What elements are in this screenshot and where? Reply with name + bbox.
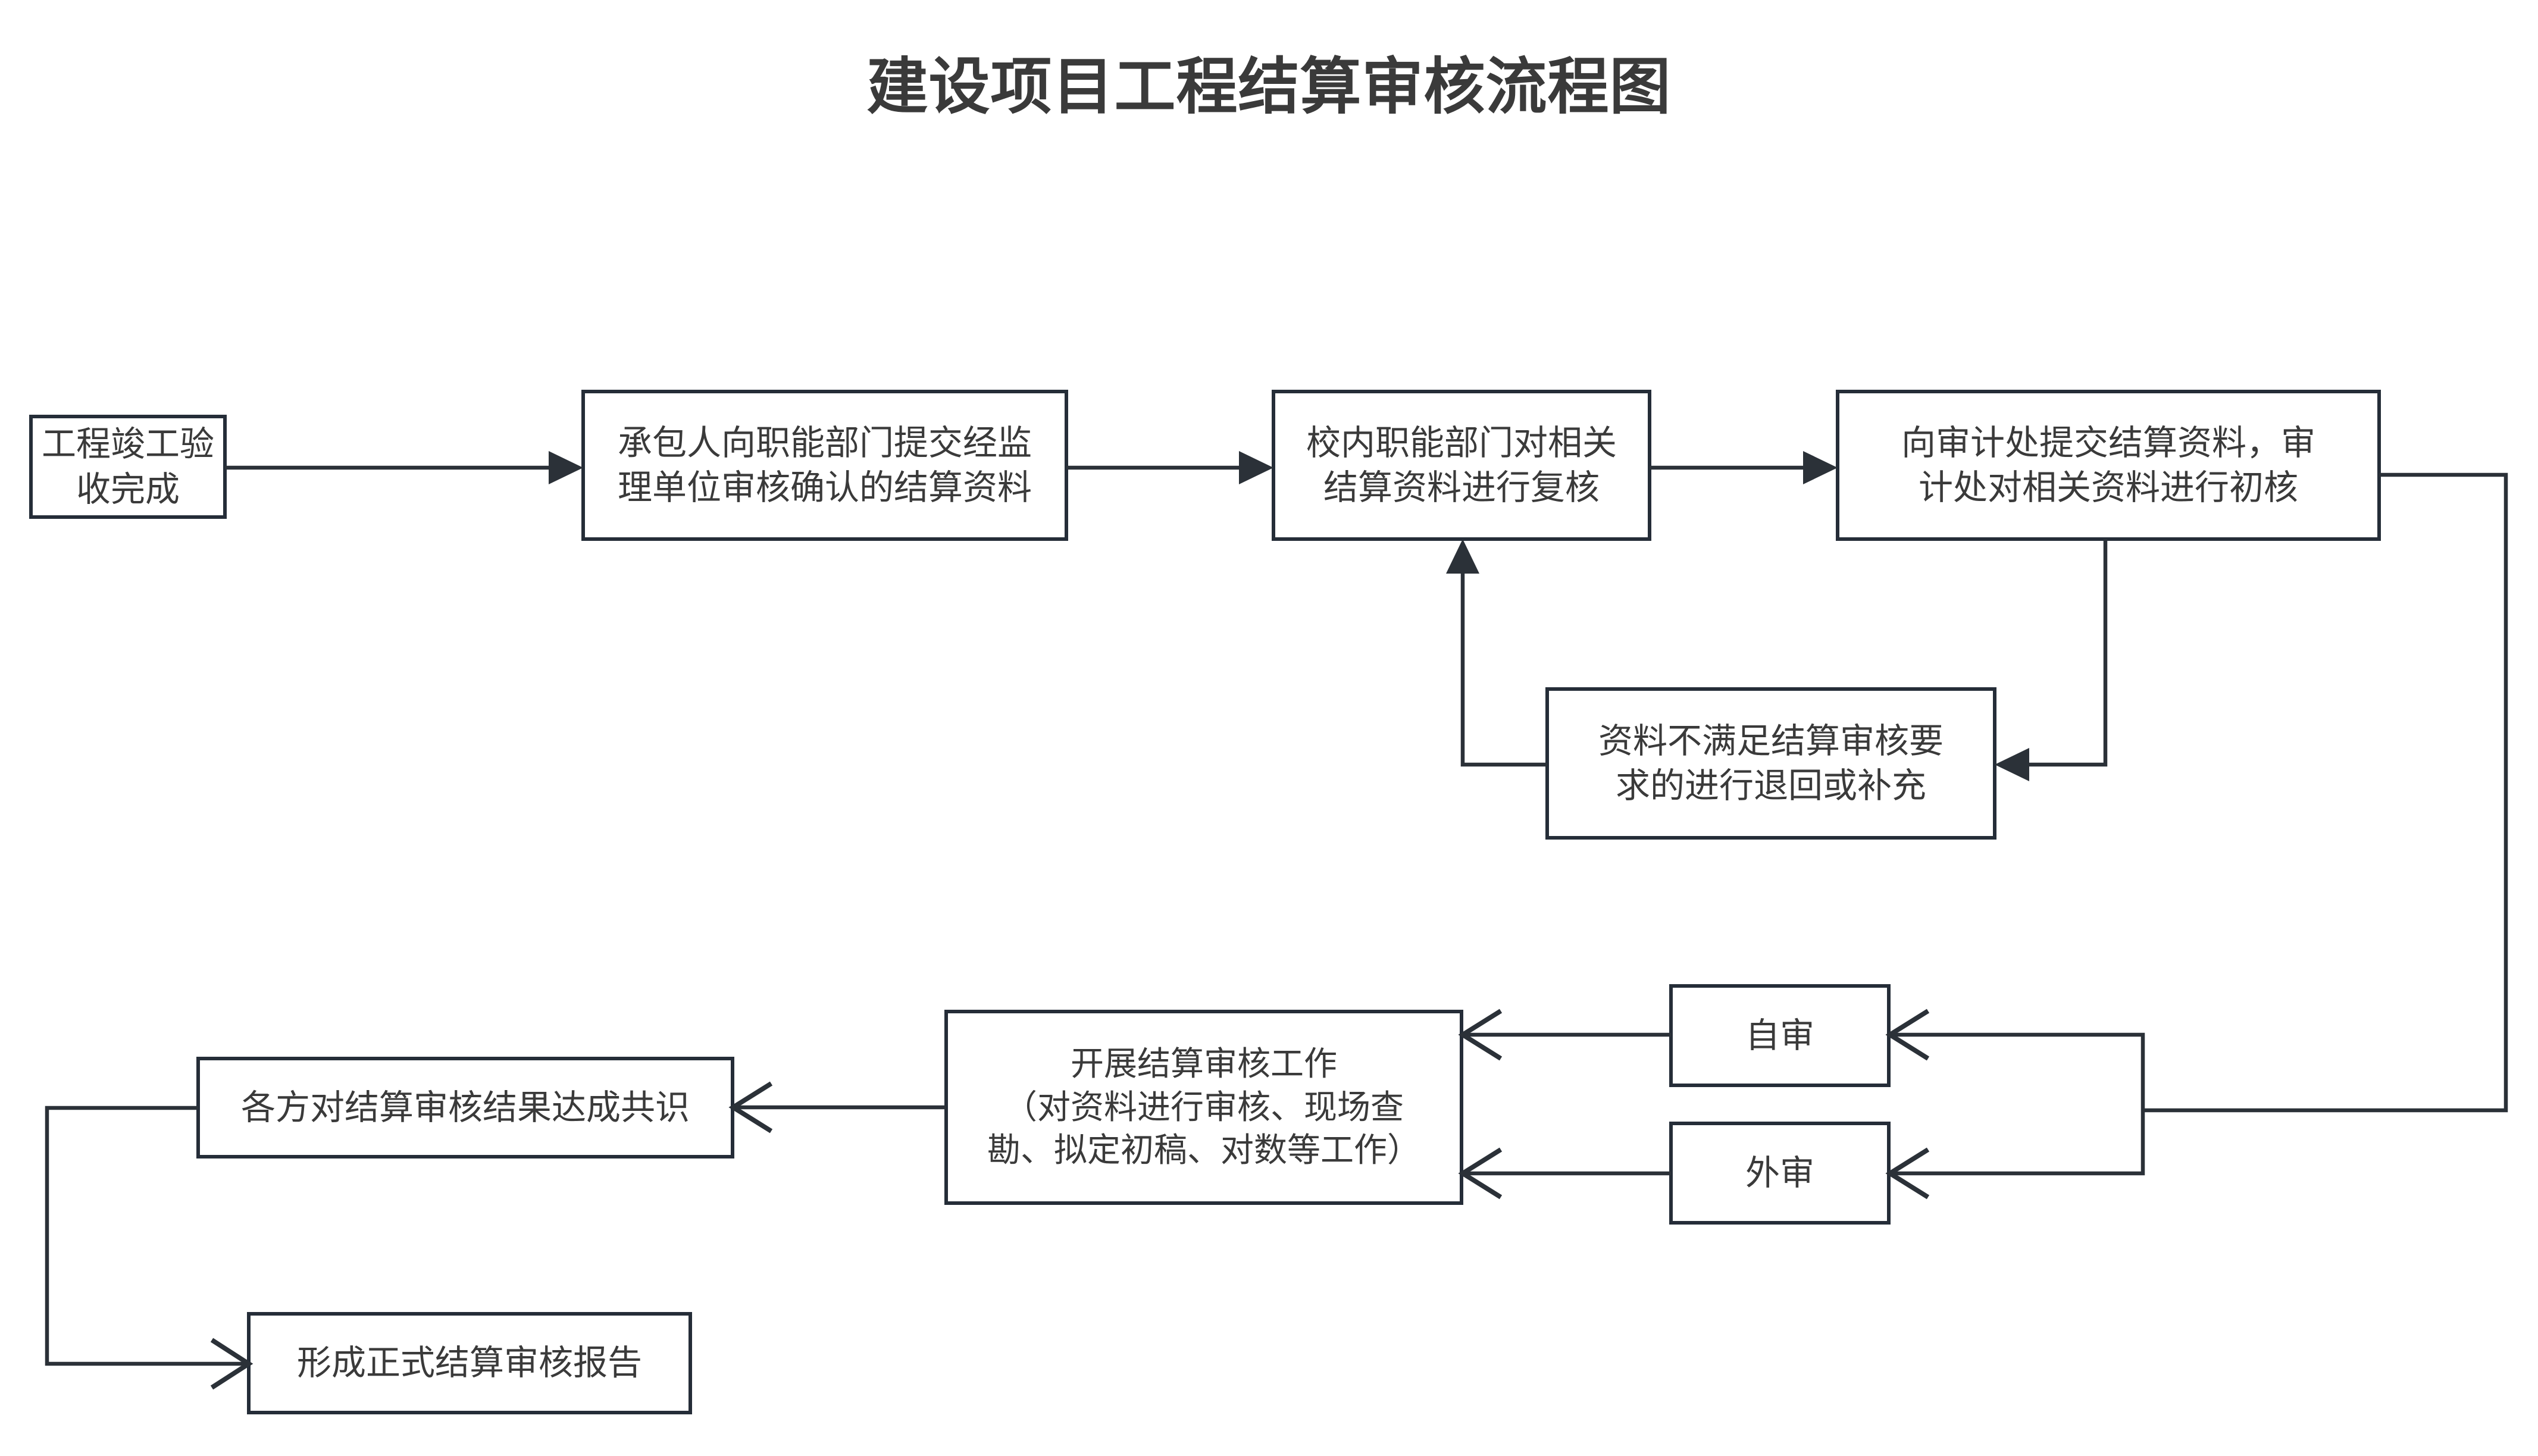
- node-box-gongcheng-jungong[interactable]: [29, 415, 227, 519]
- arrowhead-split-zishen: [1885, 1009, 1930, 1061]
- node-box-gefang-gongshi[interactable]: [196, 1057, 734, 1158]
- node-box-shenjichu-chuhe[interactable]: [1836, 390, 2381, 541]
- arrowhead-n4-n5: [1995, 748, 2029, 781]
- edge-n4-n5: [2011, 539, 2108, 767]
- node-box-chengbaoren-tijiao[interactable]: [581, 390, 1068, 541]
- arrowhead-n7-n6: [1458, 1009, 1503, 1061]
- arrowhead-n8-n6: [1458, 1147, 1503, 1200]
- arrowhead-split-waishen: [1885, 1147, 1930, 1200]
- node-box-xiaonei-fuhe[interactable]: [1272, 390, 1651, 541]
- edge-n9-n10: [45, 1106, 245, 1366]
- arrowhead-n9-n10: [210, 1338, 254, 1390]
- edge-split-to-zishen: [1892, 1032, 2145, 1110]
- edge-n4-split-trunk: [2143, 472, 2508, 1113]
- edge-split-to-waishen: [1892, 1110, 2145, 1176]
- node-box-zhengshi-baogao[interactable]: [247, 1312, 692, 1414]
- node-box-ziliao-tuihui[interactable]: [1545, 687, 1996, 840]
- page-title: 建设项目工程结算审核流程图: [866, 52, 1672, 121]
- arrowhead-n6-n9: [728, 1081, 773, 1134]
- node-box-waishen[interactable]: [1669, 1122, 1891, 1225]
- arrowhead-n2-n3: [1239, 451, 1273, 484]
- arrowhead-n1-n2: [549, 451, 583, 484]
- node-box-kaizhan-shenhe[interactable]: [944, 1010, 1463, 1205]
- arrowhead-n3-n4: [1803, 451, 1838, 484]
- edge-n5-n3: [1460, 557, 1547, 767]
- arrowhead-n5-n3: [1446, 539, 1479, 574]
- node-box-zishen[interactable]: [1669, 984, 1891, 1087]
